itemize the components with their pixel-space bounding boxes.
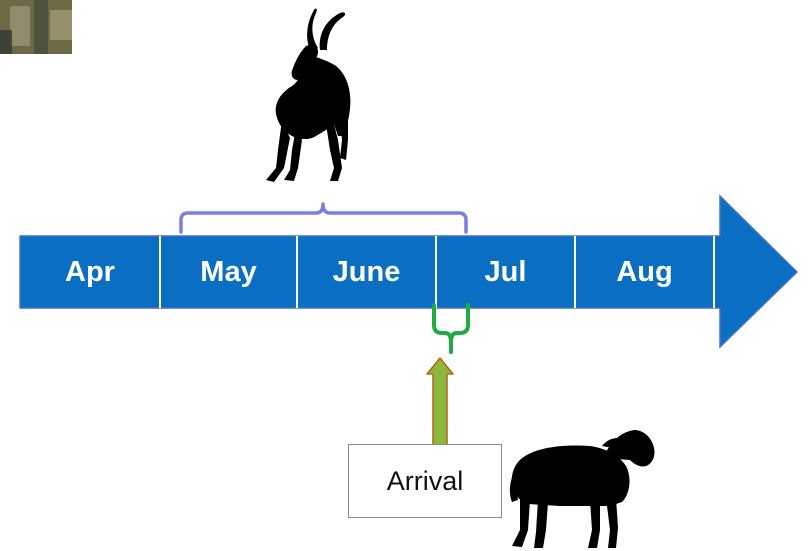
arrival-label: Arrival <box>386 465 464 496</box>
photo-thumbnail <box>0 0 72 54</box>
ibex-period-bracket <box>179 202 468 234</box>
timeline-arrow <box>19 194 799 349</box>
month-dividers <box>159 236 715 308</box>
month-label-jul: Jul <box>484 255 527 288</box>
arrival-bracket <box>432 303 470 354</box>
arrival-arrow <box>426 357 454 449</box>
sheep-silhouette <box>509 430 655 548</box>
month-label-may: May <box>200 255 257 288</box>
month-label-apr: Apr <box>65 255 115 288</box>
arrival-label-box: Arrival <box>348 444 502 518</box>
ibex-silhouette <box>266 8 351 182</box>
month-label-aug: Aug <box>616 255 673 288</box>
month-label-june: June <box>332 255 401 288</box>
